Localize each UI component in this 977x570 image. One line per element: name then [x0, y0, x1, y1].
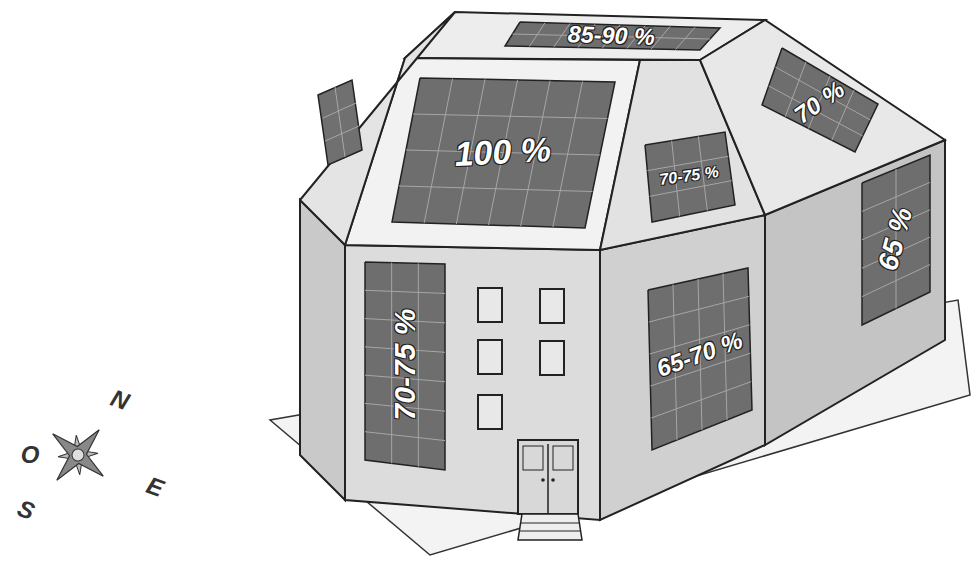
compass-letter: S [14, 496, 37, 524]
door [541, 478, 545, 482]
compass-letter: O [21, 443, 40, 467]
solar-panel: 85-90 % [505, 22, 720, 50]
panel-shape [392, 78, 615, 228]
door [518, 440, 578, 514]
stairs [520, 523, 580, 524]
stairs [519, 531, 581, 532]
window [478, 288, 502, 322]
left-wall [300, 200, 345, 500]
window [478, 340, 502, 374]
panel-grid [323, 103, 356, 118]
panel-shape [505, 22, 720, 50]
panel-percentage: 100 % [454, 131, 552, 173]
window [540, 289, 564, 323]
right-front-wall [600, 215, 765, 520]
front-wall [345, 245, 600, 520]
panel-grid [413, 114, 608, 119]
compass-rose [32, 409, 125, 502]
compass-rose [70, 447, 87, 464]
window [478, 395, 502, 429]
door [553, 446, 573, 470]
solar-panel: 65-70 % [648, 268, 752, 450]
panel-grid [399, 186, 593, 192]
panel-shape [645, 132, 735, 222]
panel-grid [365, 432, 445, 441]
blank-panel [318, 80, 362, 165]
panel-grid [365, 290, 445, 293]
panel-grid [325, 126, 359, 141]
solar-panel: 70 % [762, 48, 878, 152]
compass-letter: N [108, 386, 133, 414]
panel-shape [648, 268, 752, 450]
solar-panel: 100 % [392, 78, 615, 228]
panel-shape [762, 48, 878, 152]
stairs [518, 514, 582, 540]
window [540, 341, 564, 375]
panel-shape [862, 155, 930, 325]
solar-panel: 70-75 % [365, 262, 445, 470]
compass-letter: E [143, 473, 166, 501]
panel-grid [649, 296, 749, 322]
panel-grid [651, 382, 751, 418]
panel-grid [335, 87, 345, 157]
door [523, 446, 543, 470]
compass-rose [32, 409, 125, 502]
panel-percentage: 70-75 % [389, 308, 422, 420]
solar-panel: 65 % [862, 155, 930, 325]
roof-front [345, 58, 640, 250]
solar-panel: 70-75 % [645, 132, 735, 222]
door [547, 444, 549, 514]
panel-shape [365, 262, 445, 470]
panel-percentage: 85-90 % [567, 22, 655, 51]
door [551, 478, 555, 482]
